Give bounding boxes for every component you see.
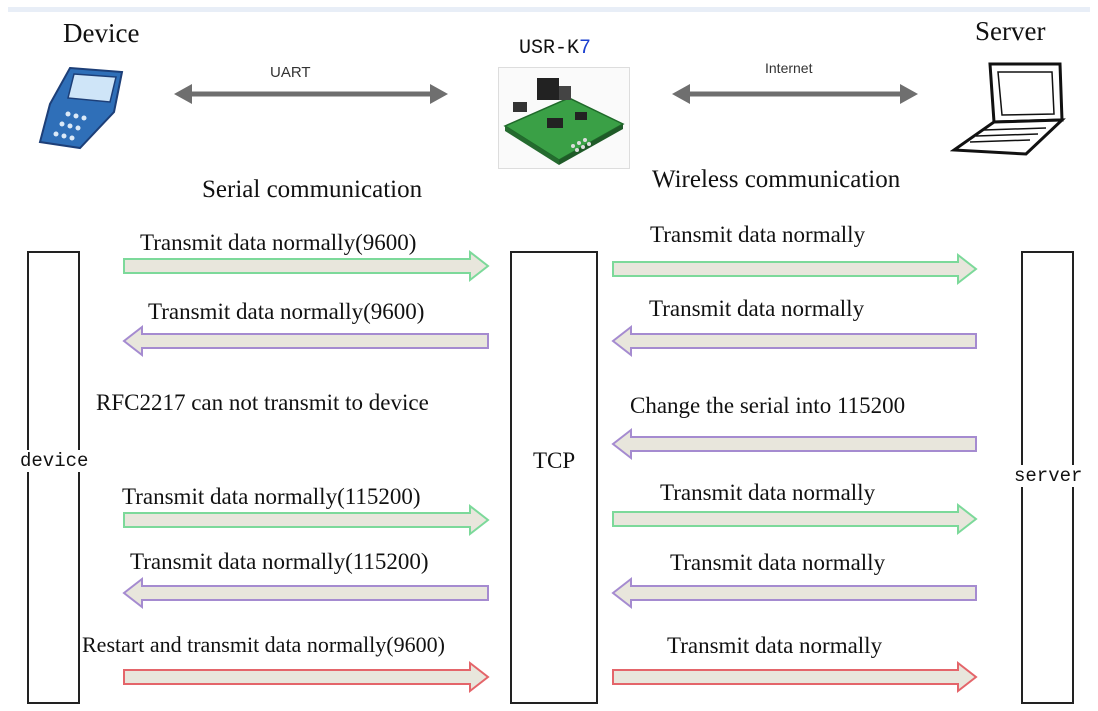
server-column-label: server [1014, 465, 1083, 487]
left-message-6: Restart and transmit data normally(9600) [82, 632, 445, 657]
module-name: USR-K7 [519, 37, 591, 60]
tcp-column-label: TCP [533, 448, 576, 474]
left-message-2: Transmit data normally(9600) [148, 299, 425, 324]
server-title: Server [975, 16, 1046, 46]
right-message-3: Change the serial into 115200 [630, 393, 906, 418]
arrow-left-5-left-purple [122, 576, 489, 610]
right-message-2: Transmit data normally [649, 296, 865, 321]
arrow-left-6-right-red [123, 660, 490, 694]
left-message-1: Transmit data normally(9600) [140, 230, 417, 255]
arrow-left-1-right-green [123, 249, 490, 283]
circuit-board-icon [498, 67, 630, 169]
laptop-icon [949, 58, 1070, 158]
arrow-right-1-right-green [612, 252, 978, 286]
uart-label: UART [270, 64, 311, 81]
device-column [27, 251, 80, 704]
right-message-5: Transmit data normally [670, 550, 886, 575]
arrow-right-2-left-purple [611, 324, 977, 358]
arrow-left-4-right-green [123, 503, 490, 537]
left-message-5: Transmit data normally(115200) [130, 549, 429, 574]
wireless-caption: Wireless communication [652, 166, 901, 193]
arrow-right-4-right-green [612, 502, 978, 536]
arrow-right-5-left-purple [611, 576, 977, 610]
handheld-device-icon [38, 64, 128, 150]
device-column-label: device [20, 450, 89, 472]
tcp-column [510, 251, 598, 704]
serial-caption: Serial communication [202, 176, 423, 203]
internet-double-arrow [672, 84, 918, 104]
module-name-suffix: 7 [579, 37, 592, 60]
diagram-frame [8, 7, 1090, 709]
device-title: Device [63, 18, 140, 48]
uart-double-arrow [174, 84, 448, 104]
module-name-prefix: USR-K [519, 37, 580, 60]
arrow-right-6-right-red [612, 660, 978, 694]
right-message-6: Transmit data normally [667, 633, 883, 658]
left-message-3: RFC2217 can not transmit to device [96, 390, 429, 415]
internet-label: Internet [765, 60, 813, 76]
left-message-4: Transmit data normally(115200) [122, 484, 421, 509]
arrow-left-2-left-purple [122, 324, 489, 358]
arrow-right-3-left-purple [611, 427, 977, 461]
right-message-1: Transmit data normally [650, 222, 866, 247]
right-message-4: Transmit data normally [660, 480, 876, 505]
